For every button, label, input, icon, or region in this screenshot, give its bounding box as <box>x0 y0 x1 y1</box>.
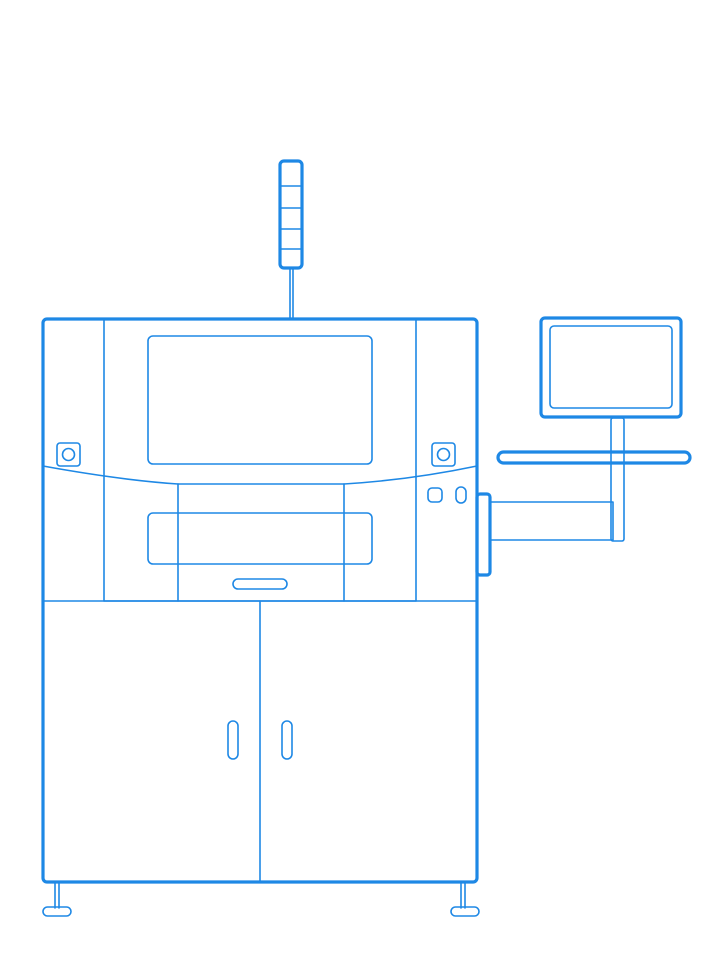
monitor-arm-assembly <box>475 316 692 577</box>
drawer-handle <box>232 578 288 590</box>
waist-curve-right <box>343 465 478 485</box>
machine-feet <box>42 881 480 917</box>
right-side-button <box>431 442 456 467</box>
left-door-handle <box>227 720 239 760</box>
monitor-screen <box>549 325 673 409</box>
signal-tower <box>278 159 304 320</box>
signal-tower-body <box>278 159 304 270</box>
horizontal-arm <box>489 501 614 541</box>
left-side-button <box>56 442 81 467</box>
waist-curve-left <box>42 465 179 485</box>
right-door-handle <box>281 720 293 760</box>
machine-body <box>41 317 479 884</box>
monitor-frame <box>539 316 683 419</box>
viewing-window <box>147 335 373 465</box>
right-side-button-knob <box>436 447 451 462</box>
right-foot-pad <box>450 906 480 917</box>
left-foot-pad <box>42 906 72 917</box>
left-side-button-knob <box>61 447 76 462</box>
control-button-square <box>427 487 443 503</box>
keyboard-tray <box>496 450 692 465</box>
drawer-panel <box>147 512 373 565</box>
control-button-pill <box>455 486 467 504</box>
upper-center-panel <box>103 318 417 602</box>
arm-mount-bracket <box>475 492 492 577</box>
